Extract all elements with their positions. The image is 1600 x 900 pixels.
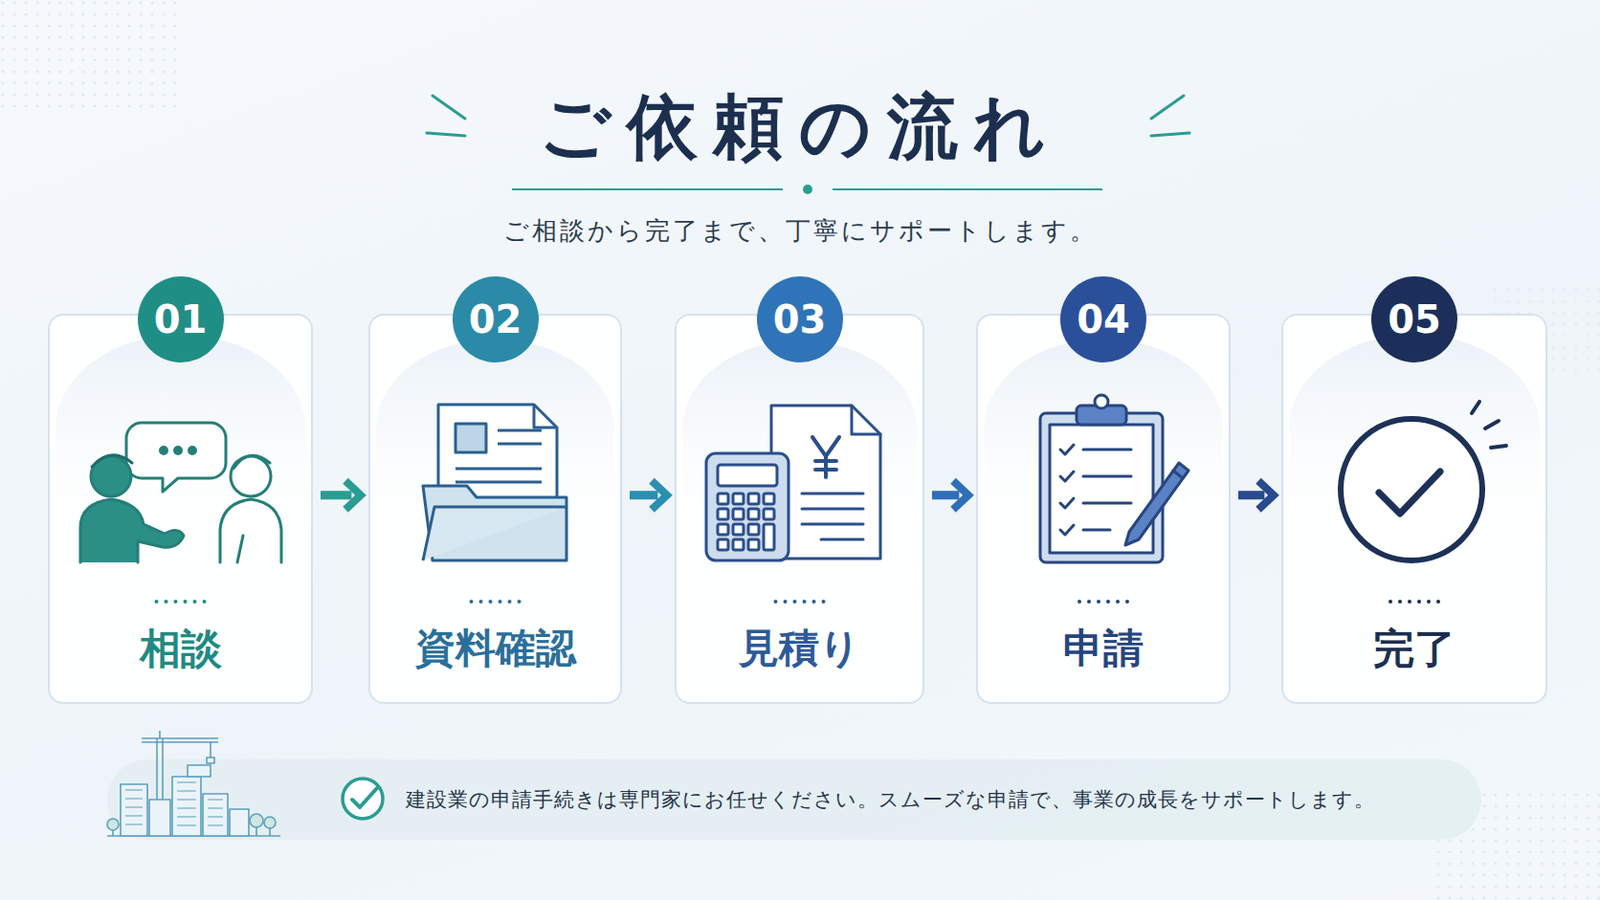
clipboard-icon [1040,395,1189,563]
document-folder-icon [422,404,567,561]
page-caption: ご相談から完了まで、丁寧にサポートします。 [0,214,1600,248]
step-label: 相談 [49,624,312,674]
page-title: ご依頼の流れ [0,80,1600,177]
flow-arrow [320,481,361,511]
step-number: 01 [137,276,224,363]
step-card: 02資料確認 [368,313,623,705]
step-label: 完了 [1283,624,1546,674]
step-number: 03 [756,276,844,363]
step-card: 01相談 [47,313,313,705]
step-label: 見積り [676,624,923,674]
flow-arrow [629,481,667,511]
step-number: 05 [1371,276,1458,363]
flow-arrow [1238,481,1274,511]
consult-icon [80,422,282,563]
flow-arrow [932,481,969,511]
step-label: 資料確認 [370,624,621,674]
message-text: 建設業の申請手続きは専門家にお任せください。スムーズな申請で、事業の成長をサポー… [405,786,1376,814]
complete-icon [1340,401,1507,561]
banner-check [342,778,383,820]
step-card: 03見積り [674,313,925,705]
step-number: 02 [452,276,539,363]
step-card: 05完了 [1281,313,1548,705]
step-label: 申請 [977,624,1229,674]
step-number: 04 [1060,276,1147,363]
message-band: 建設業の申請手続きは専門家にお任せください。スムーズな申請で、事業の成長をサポー… [107,759,1482,841]
step-card: 04申請 [976,313,1231,705]
city-illustration [107,731,281,837]
calculator-estimate-icon [706,405,881,561]
